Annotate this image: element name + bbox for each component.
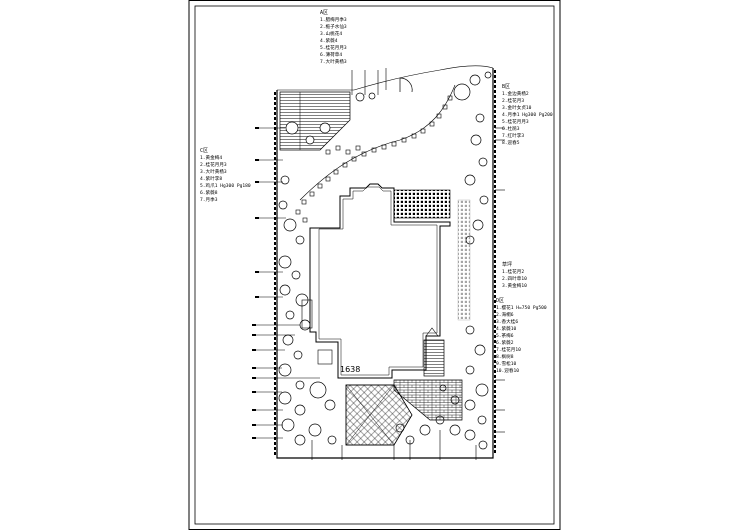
- legend-c-item: 5.鸡爪1 Hg300 Pg180: [200, 184, 251, 189]
- legend-d-item: 5.茶梅6: [496, 334, 514, 339]
- legend-a-item: 6.薄荷草4: [320, 53, 343, 58]
- legend-c-title: C区: [200, 148, 209, 154]
- legend-d-item: 6.紫薇2: [496, 341, 514, 346]
- hedge-east: [457, 199, 471, 321]
- tree-symbols: [278, 71, 492, 450]
- legend-d-item: 3.香大桂6: [496, 320, 519, 325]
- legend-c-item: 4.紫叶李8: [200, 177, 223, 182]
- leader-tags: [252, 127, 259, 439]
- stepping-stones: [295, 95, 453, 223]
- entrance-door-arc: [399, 77, 413, 93]
- legend-b-item: 8.迎春5: [502, 141, 520, 146]
- legend-c-item: 6.紫薇8: [200, 191, 218, 196]
- leader-lines: [252, 68, 505, 460]
- winding-path: [299, 84, 456, 201]
- legend-b-item: 2.桂花月3: [502, 99, 525, 104]
- house-steps: [301, 299, 313, 329]
- paving-dark: [423, 339, 445, 377]
- legend-b-item: 4.月季1 Hg300 Pg200: [502, 113, 553, 118]
- legend-a-item: 7.大叶黄杨3: [320, 60, 347, 65]
- legend-zone-b: B区 1.金边黄杨2 2.桂花月3 3.金叶女贞10 4.月季1 Hg300 P…: [502, 84, 553, 147]
- legend-a-title: A区: [320, 10, 329, 16]
- hedge-north: [393, 189, 451, 219]
- legend-e-item: 3.黄金梅10: [502, 284, 527, 289]
- side-step: [317, 349, 333, 365]
- dimension-1638: 1638: [340, 365, 360, 374]
- legend-b-item: 1.金边黄杨2: [502, 92, 529, 97]
- legend-d-item: 2.海桐6: [496, 313, 514, 318]
- legend-b-item: 5.桂花月月3: [502, 120, 529, 125]
- legend-a-item: 1.腊梅月季3: [320, 18, 347, 23]
- legend-b-item: 6.杜鹃3: [502, 127, 520, 132]
- legend-c-item: 7.月季3: [200, 198, 218, 203]
- legend-d-item: 10.迎春10: [496, 369, 520, 374]
- legend-c-item: 3.大叶黄杨3: [200, 170, 227, 175]
- legend-b-item: 7.红叶李3: [502, 134, 525, 139]
- legend-c-item: 2.桂花月月3: [200, 163, 227, 168]
- legend-d-item: 9.雪松10: [496, 362, 517, 367]
- legend-d-item: 1.樱花1 H=750 Pg500: [496, 306, 547, 311]
- legend-d-item: 8.枫树8: [496, 355, 514, 360]
- legend-a-item: 4.紫薇4: [320, 39, 338, 44]
- sheet-border-inner: [194, 5, 555, 525]
- legend-d-item: 7.桂花月10: [496, 348, 521, 353]
- legend-zone-c: C区 1.黄金梅4 2.桂花月月3 3.大叶黄杨3 4.紫叶李8 5.鸡爪1 H…: [200, 148, 251, 204]
- legend-lawn: 草坪 1.桂花月2 2.四叶草10 3.黄金梅10: [502, 262, 527, 290]
- site-boundary: [276, 65, 494, 459]
- legend-b-item: 3.金叶女贞10: [502, 106, 532, 111]
- legend-e-item: 2.四叶草10: [502, 277, 527, 282]
- legend-c-item: 1.黄金梅4: [200, 156, 223, 161]
- legend-e-title: 草坪: [502, 262, 513, 268]
- legend-a-item: 5.桂花月月3: [320, 46, 347, 51]
- hatched-deck: [279, 91, 351, 151]
- legend-d-title: D区: [496, 298, 505, 304]
- legend-b-title: B区: [502, 84, 511, 90]
- legend-a-item: 2.栀子水仙3: [320, 25, 347, 30]
- legend-zone-d: D区 1.樱花1 H=750 Pg500 2.海桐6 3.香大桂6 4.紫薇10…: [496, 298, 547, 375]
- legend-a-item: 3.山桃花4: [320, 32, 343, 37]
- legend-e-item: 1.桂花月2: [502, 270, 525, 275]
- legend-d-item: 4.紫薇10: [496, 327, 517, 332]
- legend-zone-a: A区 1.腊梅月季3 2.栀子水仙3 3.山桃花4 4.紫薇4 5.桂花月月3 …: [320, 10, 347, 66]
